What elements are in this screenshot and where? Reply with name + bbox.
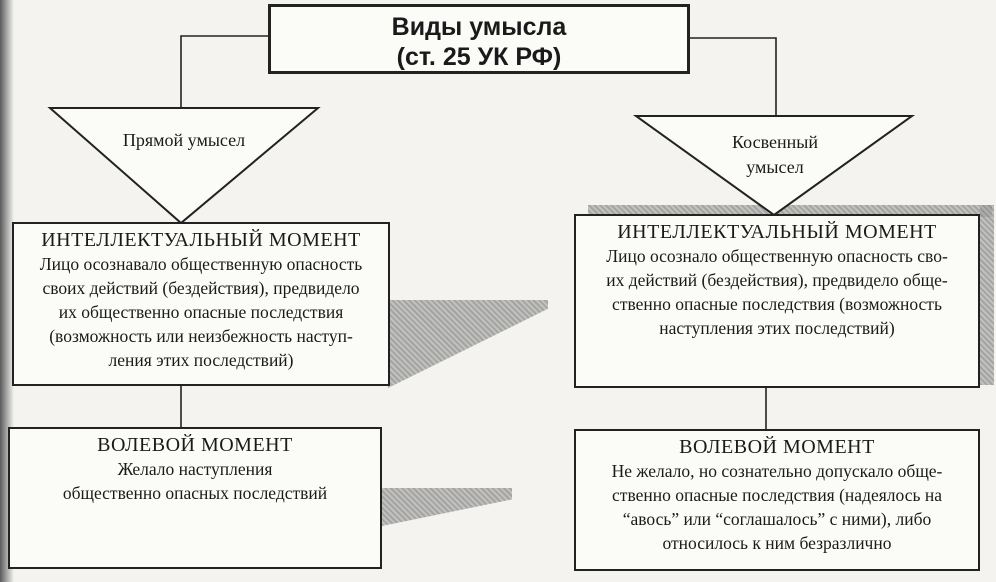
indirect-volitional-heading: ВОЛЕВОЙ МОМЕНТ (679, 436, 875, 458)
direct-intellectual-text: Лицо осознавало общественную опасность с… (14, 252, 388, 372)
text-line: наступления этих последствий) (659, 318, 895, 338)
direct-volitional-heading: ВОЛЕВОЙ МОМЕНТ (97, 434, 293, 456)
text-line: ственно опасные последствия (возможность (612, 294, 942, 314)
title-line1: Виды умысла (391, 13, 567, 41)
text-line: Не желало, но сознательно допускало обще… (611, 461, 943, 481)
indirect-intent-label-line1: Косвенный (732, 132, 818, 152)
right-box-side-shadow (980, 205, 994, 385)
direct-intent-label-text: Прямой умысел (122, 130, 246, 150)
text-line: Желало наступления (117, 459, 273, 479)
direct-volitional-box: ВОЛЕВОЙ МОМЕНТ Желало наступления общест… (8, 427, 382, 569)
text-line: Лицо осознавало общественную опасность (39, 254, 363, 274)
indirect-volitional-box: ВОЛЕВОЙ МОМЕНТ Не желало, но сознательно… (574, 429, 980, 571)
left-connector (180, 35, 268, 108)
right-connector (690, 37, 777, 116)
direct-intellectual-box: ИНТЕЛЛЕКТУАЛЬНЫЙ МОМЕНТ Лицо осознавало … (12, 222, 390, 386)
text-line: ственно опасные последствия (надеялось н… (612, 485, 942, 505)
direct-volitional-text: Желало наступления общественно опасных п… (10, 457, 380, 505)
direct-intellectual-heading: ИНТЕЛЛЕКТУАЛЬНЫЙ МОМЕНТ (41, 229, 361, 251)
text-line: своих действий (бездействия), предвидело (42, 278, 360, 298)
text-line: “авось” или “соглашалось” с ними), либо (622, 509, 932, 529)
text-line: (возможность или неизбежность наступ- (49, 326, 353, 346)
indirect-volitional-text: Не желало, но сознательно допускало обще… (576, 459, 978, 555)
text-line: относилось к ним безразлично (662, 533, 892, 553)
text-line: Лицо осознало общественную опасность сво… (606, 246, 948, 266)
indirect-intent-label-line2: умысел (746, 157, 804, 177)
direct-intent-label: Прямой умысел (96, 128, 272, 153)
indirect-intent-label: Косвенный умысел (690, 130, 860, 180)
title-box: Виды умысла (ст. 25 УК РФ) (268, 4, 690, 74)
text-line: ления этих последствий) (108, 350, 294, 370)
title-line2: (ст. 25 УК РФ) (396, 43, 562, 71)
direct-intent-triangle (47, 107, 321, 225)
text-line: общественно опасных последствий (62, 483, 328, 503)
text-line: их общественно опасные последствия (58, 302, 344, 322)
text-line: их действий (бездействия), предвидело об… (606, 270, 948, 290)
indirect-intent-triangle (632, 115, 916, 217)
indirect-intellectual-box: ИНТЕЛЛЕКТУАЛЬНЫЙ МОМЕНТ Лицо осознало об… (574, 214, 980, 388)
indirect-intellectual-text: Лицо осознало общественную опасность сво… (576, 244, 978, 340)
indirect-intellectual-heading: ИНТЕЛЛЕКТУАЛЬНЫЙ МОМЕНТ (617, 221, 937, 243)
